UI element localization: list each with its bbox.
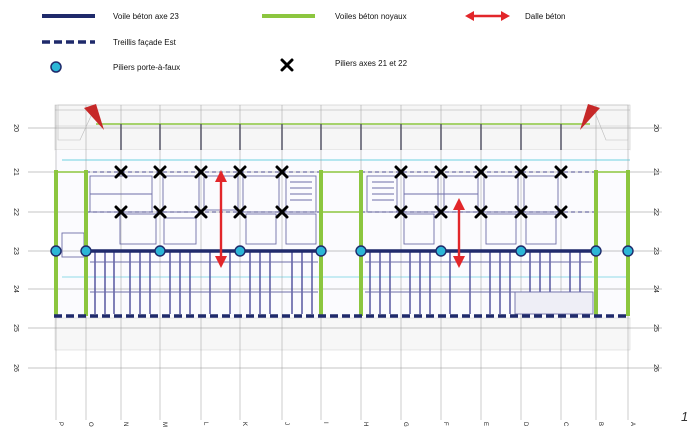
axis-labels-left: 20 21 22 23 24 25 26 bbox=[12, 124, 19, 372]
roof-corner-left-red bbox=[84, 104, 104, 130]
pilier-porte-a-faux bbox=[590, 245, 602, 257]
roof-corner-right-red bbox=[580, 104, 600, 130]
axis-label: 22 bbox=[652, 208, 659, 216]
grid-letter: A bbox=[629, 422, 635, 426]
axis-label: 21 bbox=[652, 168, 659, 176]
legend-label-voiles-noyaux: Voiles béton noyaux bbox=[335, 12, 407, 21]
pilier-porte-a-faux bbox=[355, 245, 367, 257]
legend-label-piliers-21-22: Piliers axes 21 et 22 bbox=[335, 59, 408, 68]
axis-label: 24 bbox=[652, 285, 659, 293]
pilier-porte-a-faux bbox=[80, 245, 92, 257]
axis-label: 26 bbox=[652, 364, 659, 372]
pilier-x-marker bbox=[233, 165, 247, 179]
pilier-x-marker bbox=[194, 165, 208, 179]
axis-label: 23 bbox=[652, 247, 659, 255]
pilier-x-marker bbox=[514, 205, 528, 219]
pilier-x-marker bbox=[153, 205, 167, 219]
axis-label: 21 bbox=[12, 168, 19, 176]
pilier-porte-a-faux bbox=[154, 245, 166, 257]
pilier-x-marker bbox=[554, 165, 568, 179]
grid-letter: I bbox=[322, 422, 328, 424]
legend-label-dalle: Dalle béton bbox=[525, 12, 565, 21]
piliers-porte-a-faux bbox=[50, 245, 634, 257]
pilier-x-marker bbox=[514, 165, 528, 179]
pilier-porte-a-faux bbox=[50, 245, 62, 257]
legend-label-piliers-porte: Piliers porte-à-faux bbox=[113, 63, 180, 72]
pilier-x-marker bbox=[474, 205, 488, 219]
grid-letter: C bbox=[562, 422, 568, 427]
pilier-x-marker bbox=[114, 205, 128, 219]
lower-bay-horizontal bbox=[61, 232, 594, 315]
dalle-beton-arrow-right bbox=[453, 198, 465, 268]
pilier-x-marker bbox=[554, 205, 568, 219]
grid-letter: O bbox=[87, 422, 93, 427]
pilier-x-marker bbox=[394, 205, 408, 219]
page-number: 1 bbox=[681, 409, 688, 424]
grid-letter: G bbox=[402, 422, 408, 427]
pilier-x-marker bbox=[114, 165, 128, 179]
pilier-x-marker bbox=[153, 165, 167, 179]
axis-label: 23 bbox=[12, 247, 19, 255]
pilier-x-marker bbox=[233, 205, 247, 219]
legend-label-voile-axe23: Voile béton axe 23 bbox=[113, 12, 179, 21]
legend-label-treillis: Treillis façade Est bbox=[113, 38, 177, 47]
grid-letter: M bbox=[161, 422, 167, 427]
pilier-porte-a-faux bbox=[435, 245, 447, 257]
roof-structure bbox=[57, 104, 629, 150]
pilier-porte-a-faux bbox=[234, 245, 246, 257]
grid-letter: L bbox=[202, 422, 208, 426]
grid-letter: N bbox=[122, 422, 128, 426]
pilier-x-marker bbox=[275, 165, 289, 179]
grid-letter: H bbox=[362, 422, 368, 426]
axis-labels-right: 20 21 22 23 24 25 26 bbox=[652, 124, 659, 372]
core-walls-green bbox=[54, 170, 630, 316]
legend-symbol-dalle bbox=[465, 11, 510, 21]
dalle-beton-arrow-left bbox=[215, 170, 227, 268]
axis-label: 20 bbox=[652, 124, 659, 132]
pilier-x-marker bbox=[434, 205, 448, 219]
grid-letter: D bbox=[522, 422, 528, 427]
legend-symbol-piliers-porte bbox=[50, 61, 62, 73]
axis-label: 25 bbox=[652, 324, 659, 332]
pilier-porte-a-faux bbox=[622, 245, 634, 257]
piliers-axes-21-22 bbox=[114, 165, 568, 219]
pilier-x-marker bbox=[474, 165, 488, 179]
pilier-x-marker bbox=[194, 205, 208, 219]
grid-letter: F bbox=[442, 422, 448, 426]
pilier-x-marker bbox=[275, 205, 289, 219]
legend-symbol-piliers-21-22 bbox=[280, 58, 294, 72]
axis-label: 24 bbox=[12, 285, 19, 293]
axis-label: 20 bbox=[12, 124, 19, 132]
legend: Voile béton axe 23 Voiles béton noyaux D… bbox=[42, 11, 565, 73]
pilier-x-marker bbox=[394, 165, 408, 179]
grid-letter: K bbox=[241, 422, 247, 426]
grid-letter: P bbox=[57, 422, 63, 426]
grid-letter: J bbox=[283, 422, 289, 425]
axis-label: 22 bbox=[12, 208, 19, 216]
pilier-x-marker bbox=[434, 165, 448, 179]
pilier-porte-a-faux bbox=[315, 245, 327, 257]
grid-letter: B bbox=[597, 422, 603, 426]
axis-label: 25 bbox=[12, 324, 19, 332]
grid-letter: E bbox=[482, 422, 488, 426]
pilier-porte-a-faux bbox=[515, 245, 527, 257]
axis-label: 26 bbox=[12, 364, 19, 372]
